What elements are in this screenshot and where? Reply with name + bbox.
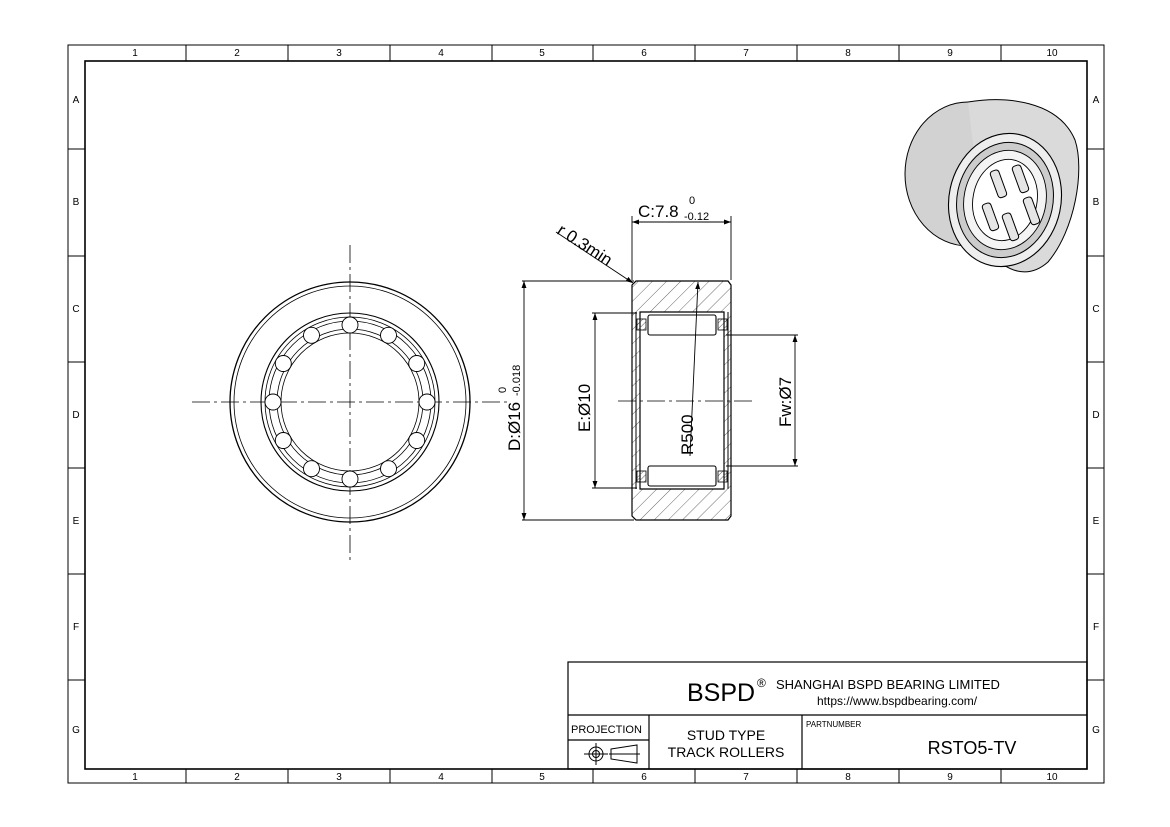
- projection-label: PROJECTION: [571, 724, 642, 736]
- needle-roller: [274, 432, 292, 449]
- company-website: https://www.bspdbearing.com/: [817, 694, 978, 708]
- column-labels-bottom: 1 2 3 4 5 6 7 8 9 10: [132, 772, 1058, 783]
- row-label: B: [1093, 197, 1100, 208]
- row-label: A: [1093, 95, 1100, 106]
- dim-radius-r: r 0.3min: [554, 220, 616, 269]
- roller-section-bottom: [647, 465, 717, 487]
- col-label: 1: [132, 772, 138, 783]
- row-label: C: [1092, 304, 1099, 315]
- col-label: 8: [845, 772, 851, 783]
- outer-ring-circle: [229, 281, 471, 523]
- row-label: E: [1093, 516, 1100, 527]
- section-view: [618, 280, 752, 521]
- col-label: 10: [1046, 772, 1058, 783]
- col-label: 2: [234, 772, 240, 783]
- col-label: 6: [641, 772, 647, 783]
- title-block: [567, 661, 1088, 770]
- col-label: 7: [743, 48, 749, 59]
- iso-needle-rollers: [981, 164, 1041, 242]
- needle-roller: [274, 355, 292, 372]
- dim-width-c-lower: -0.12: [684, 211, 709, 223]
- row-label: A: [73, 95, 80, 106]
- outer-ring-section: [631, 280, 732, 521]
- partnumber-label: PARTNUMBER: [806, 720, 861, 729]
- dim-roller-fw: Fw:Ø7: [776, 377, 795, 427]
- projection-symbol-icon: [584, 743, 640, 765]
- needle-roller: [303, 460, 320, 478]
- part-number: RSTO5-TV: [928, 738, 1017, 758]
- dim-inner-e: E:Ø10: [575, 384, 594, 432]
- col-label: 10: [1046, 48, 1058, 59]
- row-label: E: [73, 516, 80, 527]
- needle-roller: [341, 316, 359, 334]
- product-line-2: TRACK ROLLERS: [668, 744, 785, 760]
- company-name: SHANGHAI BSPD BEARING LIMITED: [776, 677, 1000, 692]
- col-label: 1: [132, 48, 138, 59]
- needle-roller: [418, 393, 436, 411]
- dim-width-c-upper: 0: [689, 195, 695, 207]
- brand-name: BSPD: [687, 679, 755, 707]
- row-label: G: [72, 725, 80, 736]
- zone-dividers: [68, 45, 1104, 783]
- row-label: C: [72, 304, 79, 315]
- front-view: [192, 245, 508, 560]
- col-label: 3: [336, 772, 342, 783]
- needle-roller: [380, 326, 397, 344]
- col-label: 3: [336, 48, 342, 59]
- needle-roller: [303, 326, 320, 344]
- row-label: F: [1093, 622, 1099, 633]
- row-label: G: [1092, 725, 1100, 736]
- row-label: B: [73, 197, 80, 208]
- col-label: 5: [539, 772, 545, 783]
- brand-registered-mark: ®: [757, 676, 766, 690]
- needle-rollers: [264, 316, 436, 488]
- row-labels-right: A B C D E F G: [1092, 95, 1100, 736]
- isometric-view: [904, 99, 1080, 273]
- row-label: D: [72, 410, 79, 421]
- needle-roller: [341, 470, 359, 488]
- dimensions: [521, 216, 798, 521]
- needle-roller: [408, 432, 426, 449]
- dim-crown-r: R500: [678, 414, 697, 455]
- col-label: 2: [234, 48, 240, 59]
- needle-roller: [380, 460, 397, 478]
- col-label: 9: [947, 48, 953, 59]
- dim-width-c: C:7.8: [638, 202, 679, 221]
- col-label: 5: [539, 48, 545, 59]
- col-label: 6: [641, 48, 647, 59]
- col-label: 4: [438, 772, 444, 783]
- row-label: D: [1092, 410, 1099, 421]
- col-label: 9: [947, 772, 953, 783]
- needle-roller: [408, 355, 426, 372]
- needle-roller: [264, 393, 282, 411]
- row-labels-left: A B C D E F G: [72, 95, 80, 736]
- dim-outer-d-lower: -0.018: [511, 365, 523, 396]
- column-labels-top: 1 2 3 4 5 6 7 8 9 10: [132, 48, 1058, 59]
- title-block-text: BSPD ® SHANGHAI BSPD BEARING LIMITED htt…: [571, 676, 1016, 760]
- col-label: 4: [438, 48, 444, 59]
- dim-outer-d: D:Ø16: [505, 402, 524, 451]
- product-line-1: STUD TYPE: [687, 727, 765, 743]
- roller-section-top: [647, 314, 717, 336]
- dim-outer-d-upper: 0: [497, 387, 509, 393]
- row-label: F: [73, 622, 79, 633]
- col-label: 7: [743, 772, 749, 783]
- col-label: 8: [845, 48, 851, 59]
